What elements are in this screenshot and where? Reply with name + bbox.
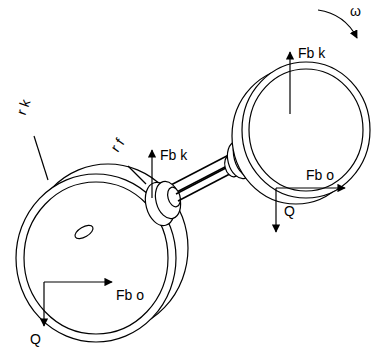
brake-hub — [166, 186, 183, 208]
force-arrow — [44, 281, 112, 282]
radius-label: r f — [108, 136, 127, 154]
radius-leader — [34, 136, 48, 180]
rotation-label: ω — [350, 4, 361, 18]
wheel-front — [242, 62, 370, 198]
radius-leader — [128, 166, 146, 184]
radius-label: r k — [14, 97, 32, 116]
force-arrow — [289, 52, 290, 114]
hub-slot — [73, 223, 95, 242]
wheel-rim — [249, 69, 363, 191]
force-arrow — [151, 150, 152, 198]
force-label: Fb o — [116, 288, 144, 302]
force-label: Q — [30, 332, 41, 346]
force-label: Fb k — [298, 46, 325, 60]
force-arrow — [275, 188, 276, 232]
force-label: Q — [284, 204, 295, 218]
force-arrow — [43, 282, 44, 326]
force-arrow — [276, 187, 345, 188]
force-label: Fb k — [160, 148, 187, 162]
force-label: Fb o — [306, 168, 334, 182]
